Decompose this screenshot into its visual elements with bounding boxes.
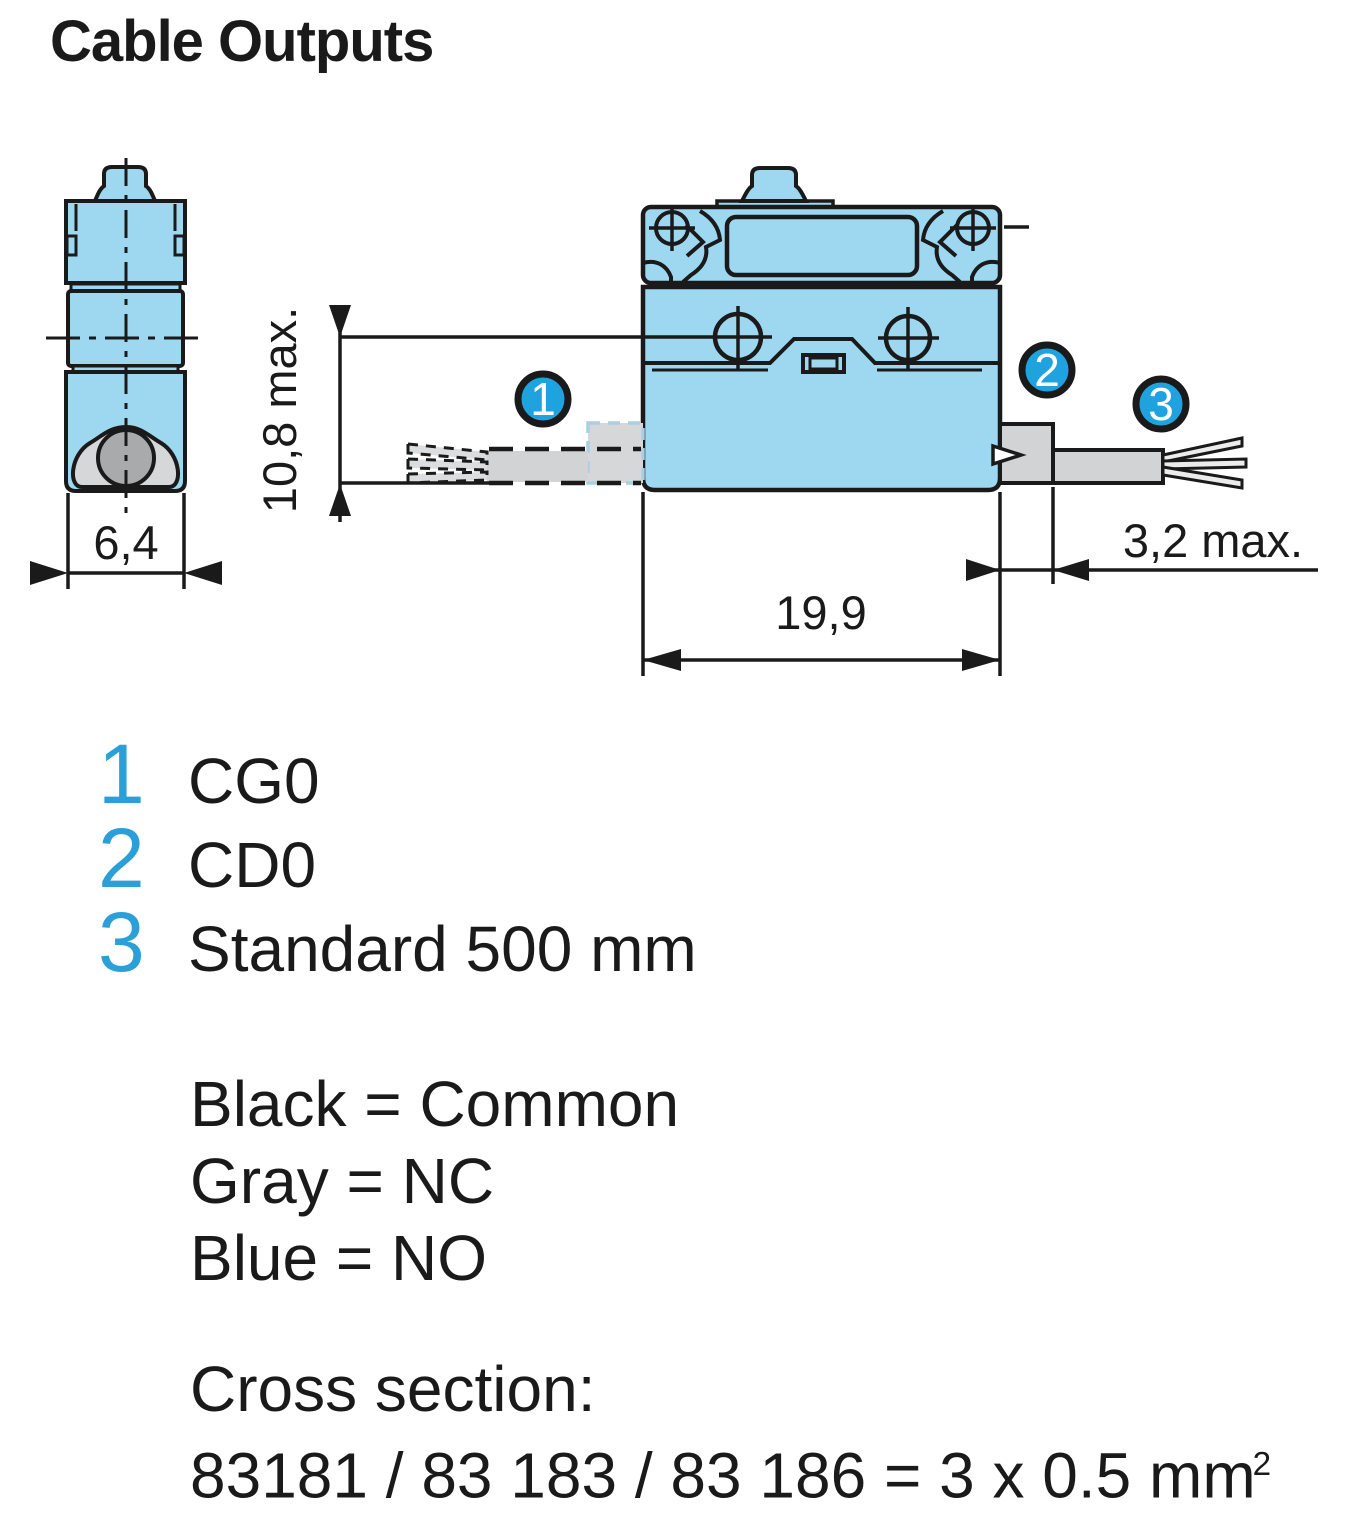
legend-number: 1 [98, 727, 145, 821]
wiring-legend: Black = Common Gray = NC Blue = NO [190, 1066, 679, 1297]
legend-label: CG0 [188, 745, 320, 817]
arrow-up-icon [329, 484, 351, 516]
cable-entry-notch [991, 443, 1027, 467]
cable-output-right [991, 422, 1248, 490]
dimension-gland-protrusion [966, 487, 1318, 584]
legend-number: 3 [98, 895, 145, 989]
dim-side-width-label: 6,4 [93, 516, 158, 569]
cable-left-wires [406, 442, 489, 485]
arrow-right-icon [962, 649, 1000, 671]
front-hole-mid-right [878, 307, 939, 369]
cross-section-exponent: 2 [1252, 1446, 1272, 1483]
arrow-left-icon [30, 561, 68, 585]
technical-diagram: 6,4 [30, 158, 1318, 676]
side-view [46, 158, 206, 513]
svg-text:1: 1 [530, 373, 556, 425]
front-plunger [738, 166, 810, 203]
front-lower-body [640, 284, 1003, 493]
front-middle-bottom-edge [643, 337, 1000, 365]
side-top-clips [65, 204, 186, 257]
cable-right-jacket [1051, 448, 1165, 485]
arrow-left-icon [643, 649, 681, 671]
cable-left-jacket [487, 451, 588, 482]
arrow-right-icon [966, 559, 1000, 581]
dim-gland-protrusion-label: 3,2 max. [1123, 514, 1303, 567]
cable-left-gland [586, 421, 645, 485]
front-view [640, 166, 1029, 493]
dimension-body-height [329, 305, 772, 522]
callout-badge-3: 3 [1132, 375, 1190, 433]
svg-text:3: 3 [1148, 378, 1174, 430]
wiring-common: Black = Common [190, 1068, 680, 1140]
cable-output-left [406, 421, 645, 486]
front-label-plate [724, 214, 920, 278]
legend-item-2: 2 CD0 [98, 810, 316, 907]
wiring-nc: Gray = NC [190, 1145, 495, 1217]
cross-section-heading: Cross section: [190, 1353, 596, 1425]
arrow-right-icon [184, 561, 222, 585]
front-cam-right [920, 209, 1001, 284]
arrow-down-icon [329, 305, 351, 337]
callout-badge-2: 2 [1018, 341, 1076, 399]
dim-body-length-label: 19,9 [775, 586, 866, 639]
wiring-no: Blue = NO [190, 1222, 488, 1294]
legend-number: 2 [98, 811, 145, 905]
arrow-left-icon [1053, 559, 1089, 581]
page-title: Cable Outputs [50, 9, 434, 74]
legend-label: Standard 500 mm [188, 913, 697, 985]
cable-right-wires [1161, 436, 1248, 490]
legend-item-3: 3 Standard 500 mm [98, 894, 697, 991]
dim-body-height-label: 10,8 max. [253, 307, 306, 513]
legend-item-1: 1 CG0 [98, 726, 320, 823]
front-hole-top-right [950, 205, 1029, 251]
front-cam-left [642, 209, 723, 284]
cross-section-value: 83181 / 83 183 / 83 186 = 3 x 0.5 mm2 [190, 1439, 1272, 1512]
front-hole-top-left [649, 205, 695, 251]
legend-label: CD0 [188, 829, 317, 901]
dimension-body-length [641, 492, 1002, 676]
dimension-side-width [30, 493, 222, 589]
cross-section: Cross section: 83181 / 83 183 / 83 186 =… [190, 1352, 1271, 1513]
svg-text:2: 2 [1034, 344, 1060, 396]
callout-badge-1: 1 [514, 370, 572, 428]
